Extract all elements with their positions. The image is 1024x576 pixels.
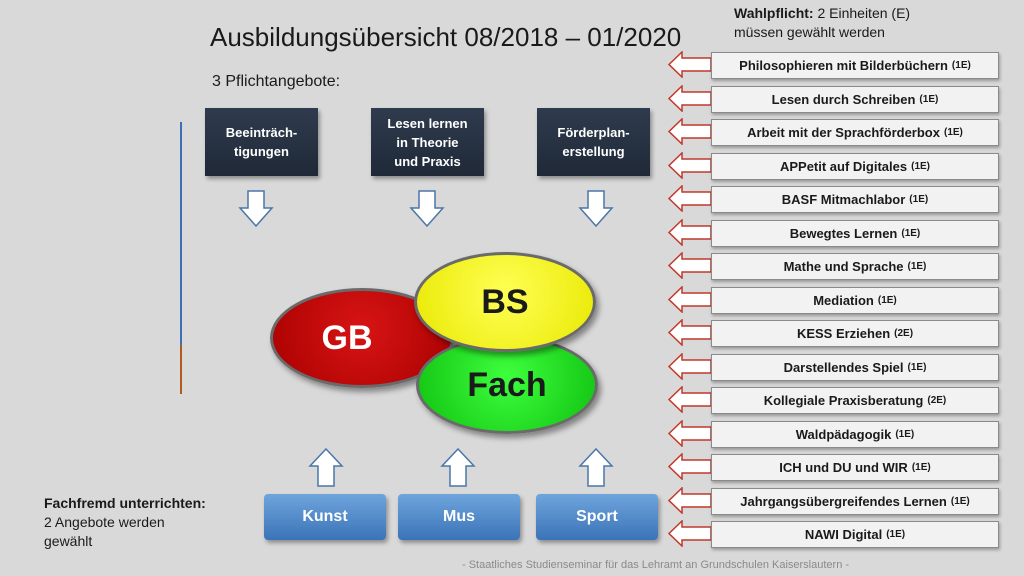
left-arrow-icon (668, 51, 712, 78)
fach-box-musik: Mus (398, 494, 520, 540)
wahl-item-name: Arbeit mit der Sprachförderbox (747, 125, 940, 140)
left-arrow-icon (668, 420, 712, 447)
wahl-item-units: (1E) (901, 228, 921, 239)
pflicht-box-line: tigungen (234, 144, 289, 159)
wahl-item-name: APPetit auf Digitales (779, 159, 908, 174)
wahlpflicht-text2: müssen gewählt werden (734, 24, 885, 40)
ellipse-fach-label: Fach (467, 365, 547, 404)
left-arrow-icon (668, 152, 712, 179)
left-arrow-icon (668, 353, 712, 380)
left-arrow-icon (668, 386, 712, 413)
fachfremd-line: gewählt (44, 533, 93, 549)
down-arrow-icon (578, 190, 614, 228)
wahl-item-units: (1E) (909, 194, 929, 205)
wahl-item-units: (2E) (894, 328, 914, 339)
pflicht-box-line: erstellung (562, 144, 625, 159)
up-arrow-icon (308, 448, 344, 487)
wahl-item-units: (1E) (911, 161, 931, 172)
down-arrow-icon (409, 190, 445, 228)
fach-box-kunst: Kunst (264, 494, 386, 540)
left-arrow-icon (668, 85, 712, 112)
wahl-item-name: Waldpädagogik (795, 427, 892, 442)
wahl-item: Waldpädagogik(1E) (711, 421, 999, 448)
pflicht-box-lesen-lernen: Lesen lernen in Theorie und Praxis (371, 108, 484, 176)
wahl-item-name: Darstellendes Spiel (783, 360, 904, 375)
wahl-item-units: (1E) (886, 529, 906, 540)
fach-box-sport: Sport (536, 494, 658, 540)
wahl-item: Mathe und Sprache(1E) (711, 253, 999, 280)
wahl-item: Philosophieren mit Bilderbüchern(1E) (711, 52, 999, 79)
wahl-item-units: (1E) (951, 60, 971, 71)
wahl-item: APPetit auf Digitales(1E) (711, 153, 999, 180)
wahl-item: Lesen durch Schreiben(1E) (711, 86, 999, 113)
pflicht-box-beeintraechtigungen: Beeinträch-tigungen (205, 108, 318, 176)
wahl-item: BASF Mitmachlabor(1E) (711, 186, 999, 213)
ellipse-gb-label: GB (321, 318, 373, 357)
wahl-item: Kollegiale Praxisberatung(2E) (711, 387, 999, 414)
wahl-item: Darstellendes Spiel(1E) (711, 354, 999, 381)
fachfremd-note: Fachfremd unterrichten: 2 Angebote werde… (44, 494, 206, 551)
left-arrow-icon (668, 185, 712, 212)
pflicht-box-foerderplan: Förderplan-erstellung (537, 108, 650, 176)
wahl-item-units: (1E) (943, 127, 963, 138)
pflicht-box-line: Beeinträch- (225, 125, 298, 140)
wahl-item-name: ICH und DU und WIR (779, 460, 908, 475)
wahl-item: NAWI Digital(1E) (711, 521, 999, 548)
ellipse-bs-label: BS (481, 282, 529, 321)
down-arrow-icon (238, 190, 274, 228)
wahlpflicht-text: 2 Einheiten (E) (813, 5, 911, 21)
wahl-item-units: (1E) (877, 295, 897, 306)
pflicht-box-line: in Theorie (396, 134, 459, 150)
wahl-item-name: BASF Mitmachlabor (781, 192, 906, 207)
wahl-item-units: (1E) (907, 362, 927, 373)
wahl-item-name: Mathe und Sprache (783, 259, 904, 274)
wahl-item-name: Lesen durch Schreiben (771, 92, 916, 107)
vertical-divider (180, 122, 182, 394)
wahl-item: Arbeit mit der Sprachförderbox(1E) (711, 119, 999, 146)
wahl-item: Jahrgangsübergreifendes Lernen(1E) (711, 488, 999, 515)
left-arrow-icon (668, 219, 712, 246)
ellipse-bs: BS (414, 252, 596, 352)
up-arrow-icon (440, 448, 476, 487)
pflicht-box-line: Förderplan- (557, 125, 630, 140)
wahl-item: ICH und DU und WIR(1E) (711, 454, 999, 481)
wahl-item-units: (1E) (907, 261, 927, 272)
page-title: Ausbildungsübersicht 08/2018 – 01/2020 (210, 22, 682, 52)
wahl-item-units: (1E) (919, 94, 939, 105)
wahl-item-name: NAWI Digital (804, 527, 883, 542)
fachfremd-line: 2 Angebote werden (44, 514, 165, 530)
wahl-item-name: KESS Erziehen (796, 326, 891, 341)
pflicht-box-line: Lesen lernen (387, 115, 468, 131)
left-arrow-icon (668, 252, 712, 279)
wahl-item-units: (2E) (927, 395, 947, 406)
wahl-item-name: Kollegiale Praxisberatung (763, 393, 924, 408)
wahlpflicht-label: Wahlpflicht: (734, 5, 814, 21)
ellipse-fach: Fach (416, 336, 598, 434)
wahl-item-name: Philosophieren mit Bilderbüchern (739, 58, 948, 73)
fachfremd-label: Fachfremd unterrichten: (44, 495, 206, 511)
pflicht-label: 3 Pflichtangebote: (212, 73, 341, 90)
left-arrow-icon (668, 453, 712, 480)
left-arrow-icon (668, 487, 712, 514)
up-arrow-icon (578, 448, 614, 487)
left-arrow-icon (668, 319, 712, 346)
wahl-item-units: (1E) (950, 496, 970, 507)
footer-text: - Staatliches Studienseminar für das Leh… (462, 559, 850, 571)
left-arrow-icon (668, 520, 712, 547)
left-arrow-icon (668, 118, 712, 145)
wahl-item-name: Mediation (813, 293, 874, 308)
wahl-item: Mediation(1E) (711, 287, 999, 314)
wahl-item-units: (1E) (895, 429, 915, 440)
wahl-item-name: Jahrgangsübergreifendes Lernen (740, 494, 947, 509)
wahl-item-units: (1E) (911, 462, 931, 473)
pflicht-box-line: und Praxis (394, 153, 461, 169)
wahl-item-name: Bewegtes Lernen (789, 226, 898, 241)
wahl-item: KESS Erziehen(2E) (711, 320, 999, 347)
wahlpflicht-note: Wahlpflicht: 2 Einheiten (E) müssen gewä… (734, 4, 910, 42)
left-arrow-icon (668, 286, 712, 313)
wahl-item: Bewegtes Lernen(1E) (711, 220, 999, 247)
